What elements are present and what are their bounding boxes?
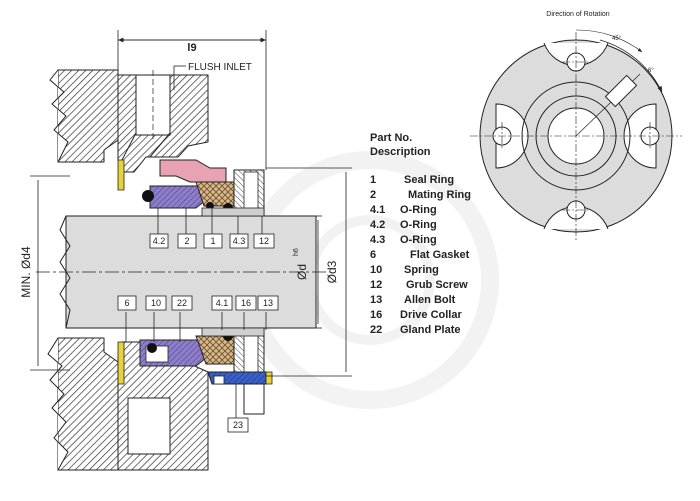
parts-legend: Part No. Description 1 Seal Ring 2 Mating …: [370, 131, 510, 338]
rotation-label: Direction of Rotation: [546, 11, 610, 18]
legend-part-desc: Spring: [404, 264, 439, 276]
legend-row: 4.2 O-Ring: [370, 218, 510, 233]
legend-part-desc: Mating Ring: [408, 189, 471, 201]
dim-d: Ød: [295, 264, 309, 280]
callout-10: 10: [151, 298, 161, 308]
legend-part-no: 1: [370, 174, 377, 186]
callout-4-2: 4.2: [153, 236, 166, 246]
callout-13: 13: [263, 298, 273, 308]
gland-plate-bottom: [117, 341, 209, 471]
callout-4-3: 4.3: [233, 236, 246, 246]
legend-part-no: 12: [370, 279, 383, 291]
flange-view: [470, 29, 682, 240]
callout-16: 16: [241, 298, 251, 308]
legend-header-description: Description: [370, 146, 431, 158]
legend-part-desc: Flat Gasket: [410, 249, 470, 261]
legend-part-no: 4.1: [370, 204, 386, 216]
dim-d-tolerance: h6: [293, 248, 300, 256]
shaft: [36, 215, 330, 329]
callout-6: 6: [124, 298, 129, 308]
seal-assembly-bottom: [139, 327, 273, 415]
callout-2: 2: [184, 236, 189, 246]
legend-part-desc: O-Ring: [400, 234, 437, 246]
legend-part-desc: Seal Ring: [404, 174, 455, 186]
legend-part-no: 10: [370, 264, 383, 276]
legend-row: 6 Flat Gasket: [370, 248, 510, 263]
legend-row: 4.1 O-Ring: [370, 203, 510, 218]
dimension-labels: l9 FLUSH INLET MIN. Ød4 Ød h6 Ød3: [19, 42, 339, 298]
callouts: 4.2 2 1 4.3 12 6 10 22 4.1 16 13 23: [117, 208, 279, 433]
callout-23: 23: [233, 420, 243, 430]
legend-row: 10 Spring: [370, 263, 510, 278]
dim-d4: MIN. Ød4: [19, 246, 33, 298]
dim-d3: Ød3: [325, 260, 339, 283]
callout-1: 1: [210, 236, 215, 246]
flange-labels: Direction of Rotation 45° 6°: [546, 11, 654, 74]
legend-part-no: 16: [370, 309, 383, 321]
legend-row: 22 Gland Plate: [370, 323, 510, 338]
gland-plate-top: [117, 70, 209, 191]
legend-part-desc: Grub Screw: [406, 279, 468, 291]
legend-part-desc: Gland Plate: [400, 324, 461, 336]
legend-part-no: 13: [370, 294, 383, 306]
legend-row: 12 Grub Screw: [370, 278, 510, 293]
legend-part-no: 4.3: [370, 234, 386, 246]
dimensions: [30, 30, 352, 377]
angle-6-label: 6°: [648, 68, 654, 74]
callout-12: 12: [259, 236, 269, 246]
legend-header-part-no: Part No.: [370, 132, 413, 144]
legend-row: 4.3 O-Ring: [370, 233, 510, 248]
angle-45-label: 45°: [612, 36, 622, 42]
legend-part-no: 2: [370, 189, 377, 201]
legend-row: 16 Drive Collar: [370, 308, 510, 323]
housing: [47, 69, 119, 471]
legend-row: 1 Seal Ring: [370, 173, 510, 188]
legend-part-desc: Drive Collar: [400, 309, 462, 321]
flush-inlet-label: FLUSH INLET: [188, 62, 252, 73]
legend-row: 2 Mating Ring: [370, 188, 510, 203]
legend-part-desc: O-Ring: [400, 219, 437, 231]
legend-part-no: 22: [370, 324, 383, 336]
legend-part-desc: Allen Bolt: [404, 294, 456, 306]
dim-l9: l9: [187, 42, 196, 54]
seal-assembly-top: [142, 159, 265, 217]
callout-4-1: 4.1: [216, 298, 229, 308]
callout-22: 22: [177, 298, 187, 308]
legend-row: 13 Allen Bolt: [370, 293, 510, 308]
legend-part-desc: O-Ring: [400, 204, 437, 216]
legend-part-no: 4.2: [370, 219, 386, 231]
legend-part-no: 6: [370, 249, 377, 261]
